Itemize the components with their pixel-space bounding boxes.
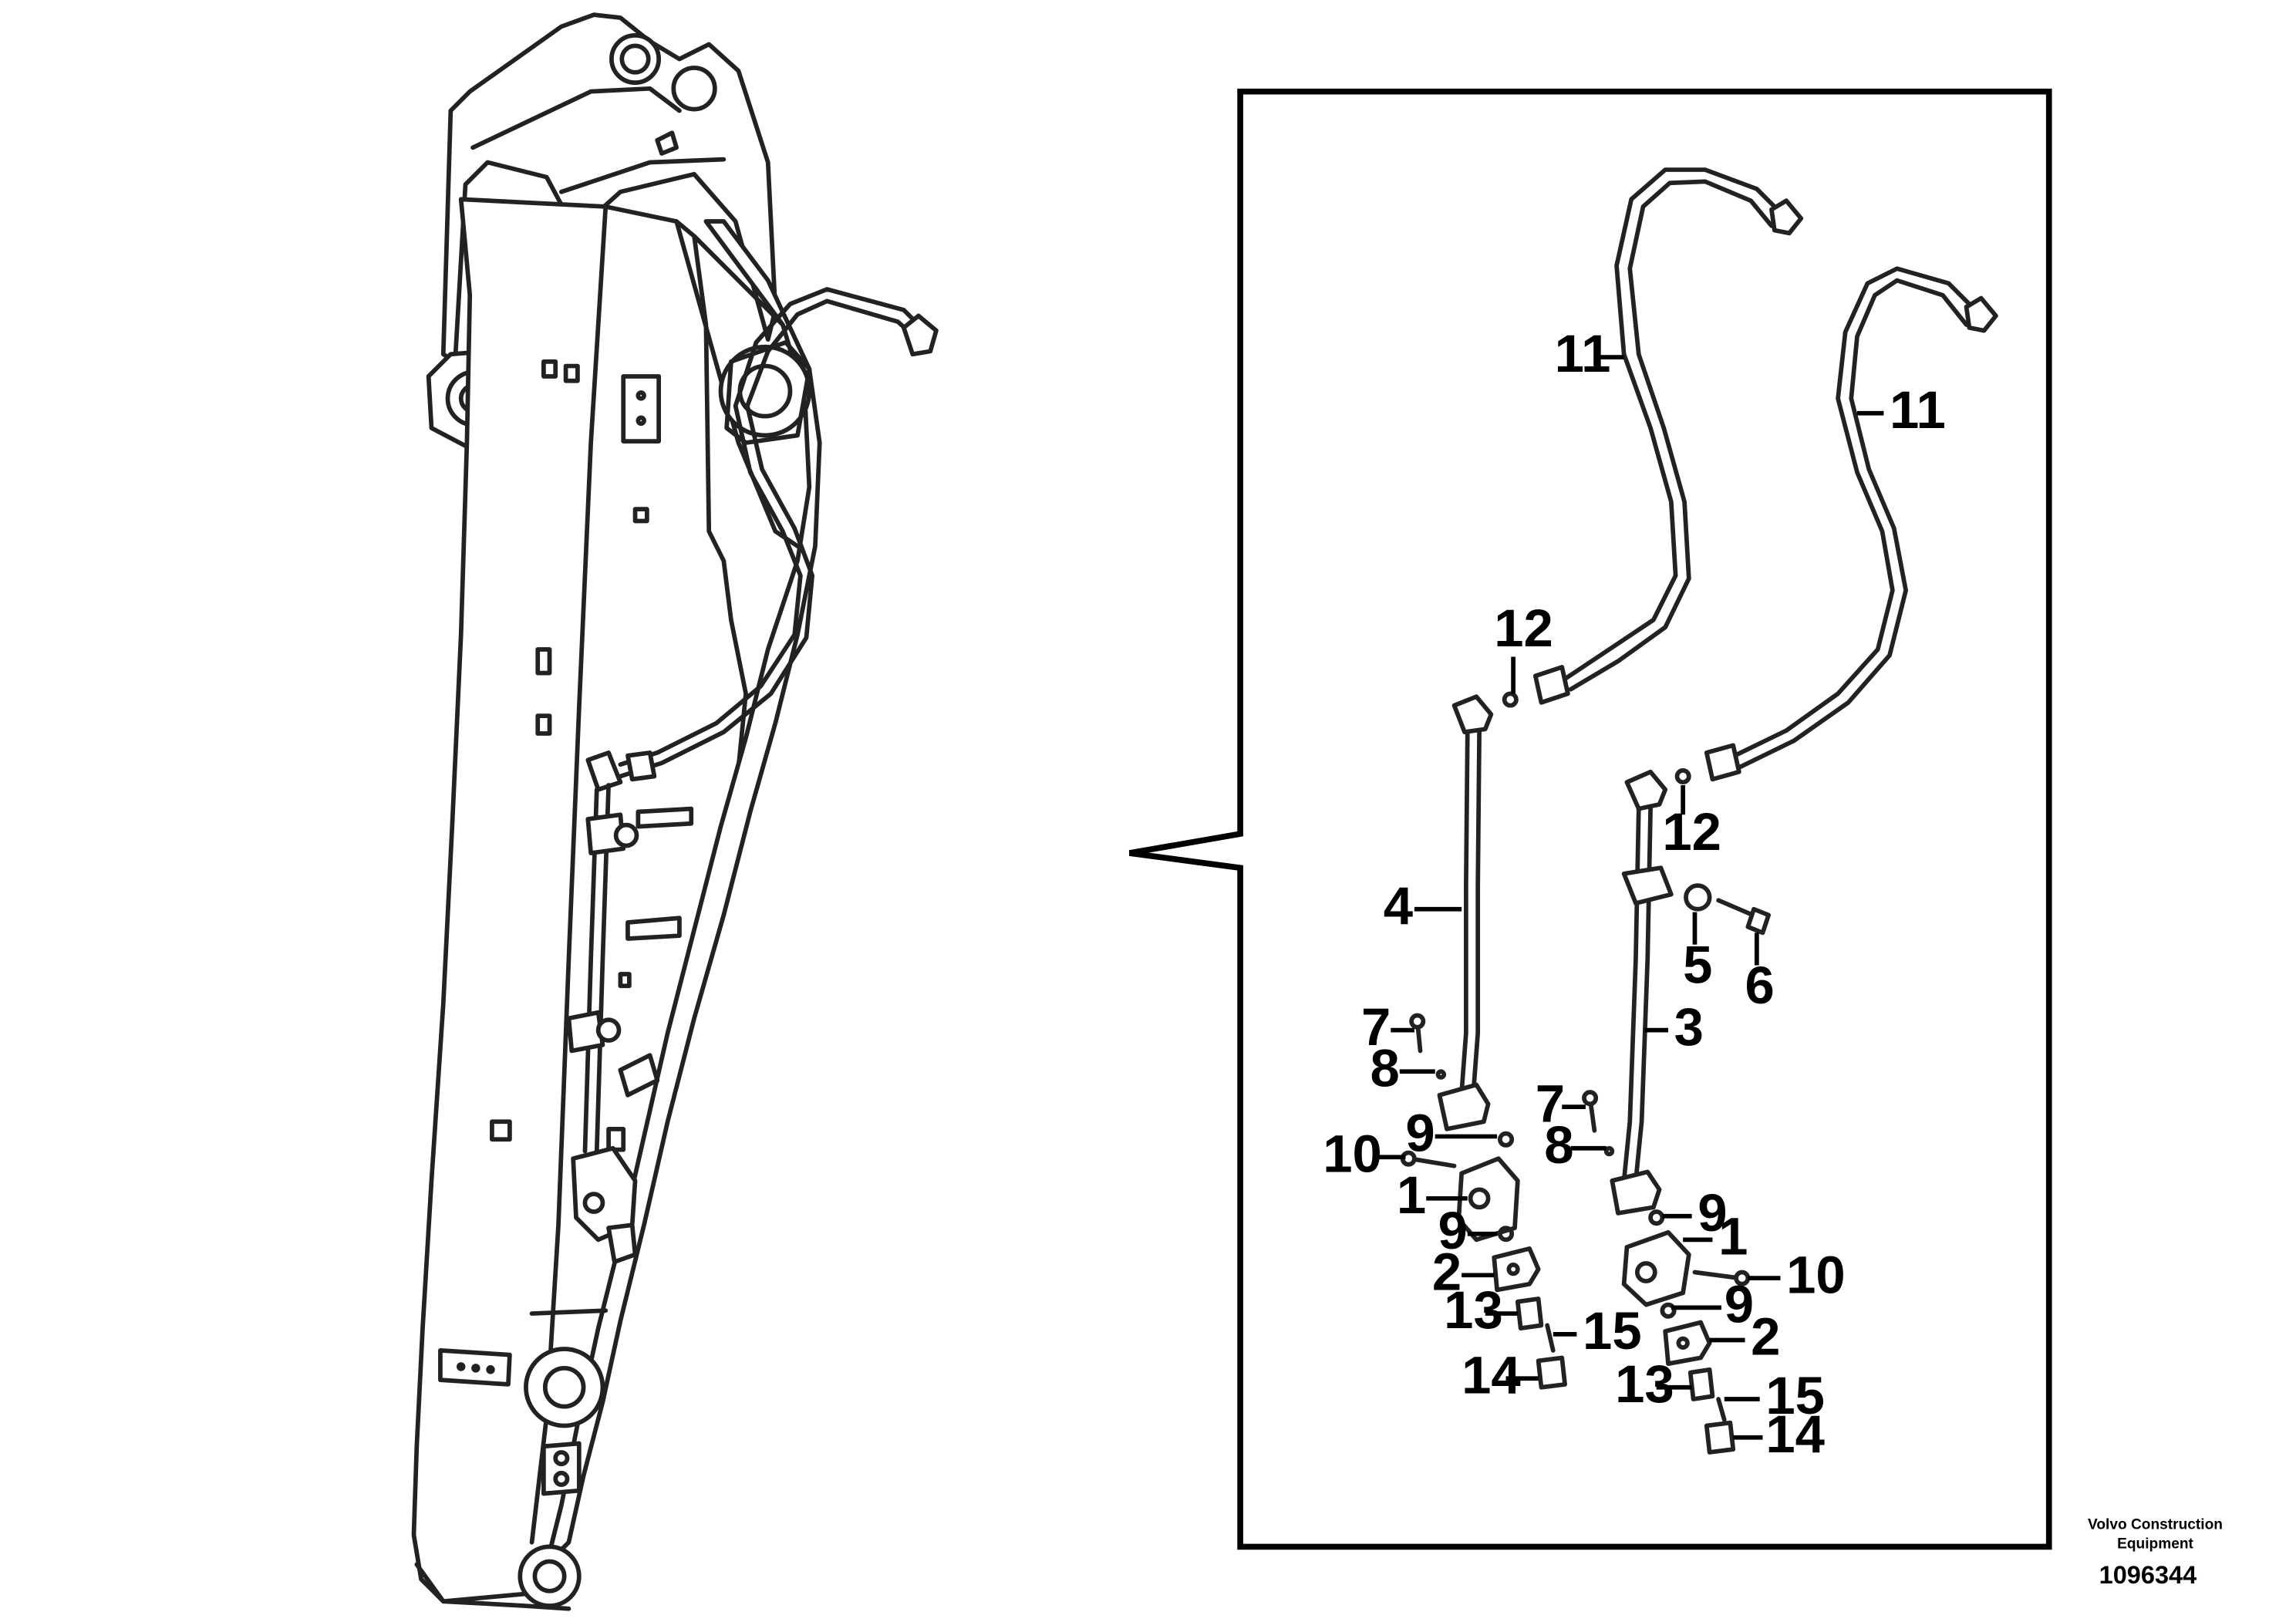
callout-right-8: 8 xyxy=(1544,1115,1573,1175)
callout-right-15: 15 xyxy=(1765,1366,1825,1425)
callout-right-2: 2 xyxy=(1751,1307,1780,1367)
callout-left-11: 11 xyxy=(1555,324,1611,383)
callout-left-14: 14 xyxy=(1462,1345,1521,1404)
callout-right-7: 7 xyxy=(1536,1074,1565,1133)
footer: Volvo Construction Equipment 1096344 xyxy=(2088,1516,2223,1589)
excavator-boom xyxy=(411,12,939,1611)
callout-right-5: 5 xyxy=(1683,935,1712,994)
callout-right-9b: 9 xyxy=(1725,1275,1754,1334)
callout-left-9b: 9 xyxy=(1438,1201,1468,1260)
reference-number: 1096344 xyxy=(2099,1561,2197,1589)
callout-right-3: 3 xyxy=(1674,997,1704,1057)
brand-line-2: Equipment xyxy=(2117,1536,2193,1552)
callout-right-13: 13 xyxy=(1615,1354,1674,1414)
left-pipe-assembly xyxy=(1400,167,1804,1390)
callout-right-1: 1 xyxy=(1718,1207,1748,1266)
callout-right-11: 11 xyxy=(1890,380,1946,440)
callout-left-15: 15 xyxy=(1583,1301,1642,1361)
callout-left-12: 12 xyxy=(1494,599,1553,658)
callout-left-2: 2 xyxy=(1432,1242,1462,1301)
callout-left-10: 10 xyxy=(1323,1124,1382,1183)
callout-right-10: 10 xyxy=(1786,1245,1846,1304)
callout-left-4: 4 xyxy=(1384,876,1413,936)
callout-right-9a: 9 xyxy=(1698,1183,1727,1243)
callout-left-8: 8 xyxy=(1370,1038,1399,1098)
callout-right-6: 6 xyxy=(1745,956,1775,1015)
callout-frame xyxy=(1128,88,2052,1550)
callout-right-14: 14 xyxy=(1765,1404,1825,1464)
right-callouts: 11 12 5 6 3 7 8 9 1 10 9 2 13 15 14 xyxy=(1536,380,1946,1464)
callout-left-13: 13 xyxy=(1444,1280,1503,1340)
callout-left-1: 1 xyxy=(1397,1165,1426,1225)
callout-left-9a: 9 xyxy=(1405,1104,1435,1163)
brand-line-1: Volvo Construction xyxy=(2088,1516,2223,1533)
left-callouts: 11 12 4 7 8 9 10 1 9 2 13 14 15 xyxy=(1323,324,1641,1404)
callout-right-12: 12 xyxy=(1662,802,1721,862)
right-pipe-assembly xyxy=(1582,266,1998,1455)
callout-left-7: 7 xyxy=(1361,997,1391,1057)
